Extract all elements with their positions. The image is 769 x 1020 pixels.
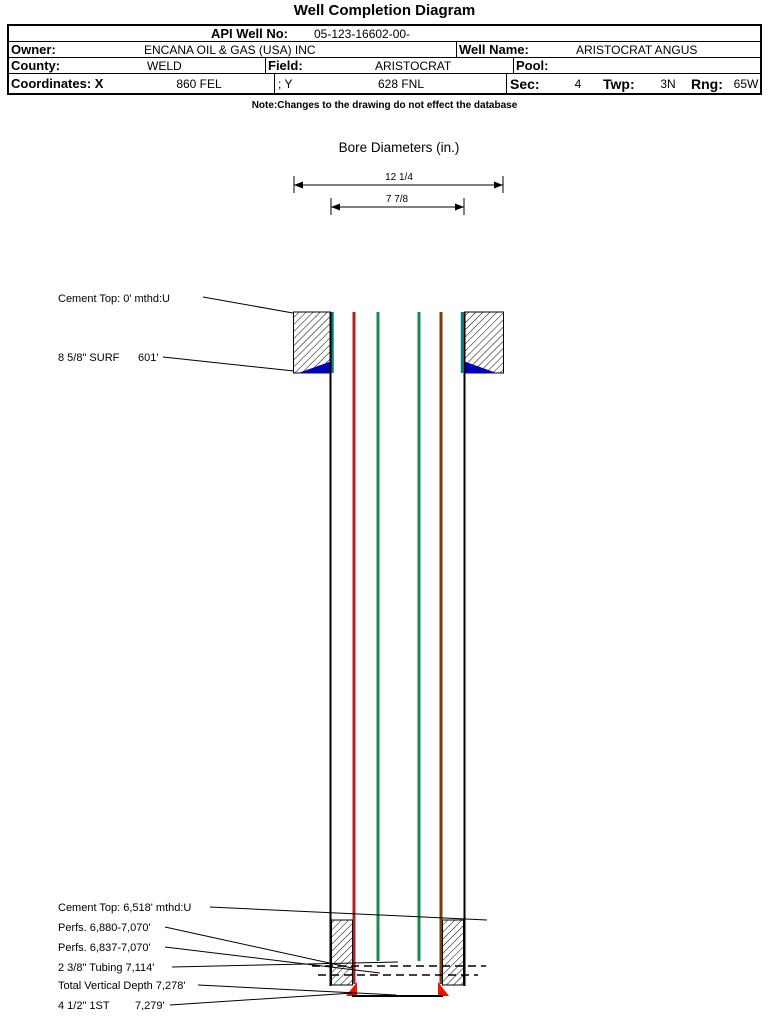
production-cement-right xyxy=(442,919,464,986)
inner-bore-dimension-label: 7 7/8 xyxy=(386,194,409,205)
production-casing-label: 4 1/2" 1ST xyxy=(58,1000,110,1012)
sec-label: Sec: xyxy=(506,74,556,93)
total-vertical-depth-label: Total Vertical Depth 7,278' xyxy=(58,980,185,992)
surface-shoe-right xyxy=(464,361,498,374)
owner-label: Owner: xyxy=(11,42,56,57)
well-header-table: API Well No: 05-123-16602-00- Owner: ENC… xyxy=(7,24,762,95)
coordinates-y-value: 628 FNL xyxy=(377,76,425,91)
production-casing-leader xyxy=(169,992,354,1006)
perfs-lower-label: Perfs. 6,880-7,070' xyxy=(58,922,151,934)
coordinates-row: Coordinates: X 860 FEL ; Y 628 FNL Sec: … xyxy=(9,73,760,93)
twp-value: 3N xyxy=(660,76,676,91)
coordinates-label: Coordinates: X xyxy=(11,76,104,91)
inner-dimension-arrow-left xyxy=(331,203,340,211)
outer-bore-dimension-label: 12 1/4 xyxy=(385,172,413,183)
well-name-value: ARISTOCRAT ANGUS xyxy=(576,42,698,57)
outer-dimension-arrow-left xyxy=(294,181,303,189)
cement-top-production-label: Cement Top: 6,518' mthd:U xyxy=(58,902,191,914)
production-shoe-right xyxy=(438,982,449,996)
coordinates-y-label: ; Y xyxy=(274,74,296,93)
county-label: County: xyxy=(11,58,61,73)
surface-casing-depth: 601' xyxy=(138,352,158,364)
inner-dimension-arrow-right xyxy=(455,203,464,211)
cement-top-production-leader xyxy=(209,906,488,921)
api-label: API Well No: xyxy=(210,26,288,41)
pool-label: Pool: xyxy=(513,58,593,73)
cement-top-surface-label: Cement Top: 0' mthd:U xyxy=(58,293,170,305)
perfs-lower-leader xyxy=(164,926,353,969)
field-value: ARISTOCRAT xyxy=(375,58,452,73)
sec-value: 4 xyxy=(574,76,582,91)
coordinates-x-value: 860 FEL xyxy=(176,76,222,91)
outer-dimension-arrow-right xyxy=(494,181,503,189)
county-value: WELD xyxy=(147,58,182,73)
bore-diameters-title: Bore Diameters (in.) xyxy=(339,140,460,155)
rng-label: Rng: xyxy=(691,75,723,92)
surface-shoe-left xyxy=(297,361,331,374)
wellbore-schematic: Bore Diameters (in.) 12 1/4 7 7/8 Cement… xyxy=(58,140,504,1012)
field-label: Field: xyxy=(265,58,365,73)
owner-row: Owner: ENCANA OIL & GAS (USA) INC Well N… xyxy=(9,41,760,57)
county-row: County: WELD Field: ARISTOCRAT Pool: xyxy=(9,57,760,73)
cement-top-surface-leader xyxy=(202,296,294,314)
surface-casing-label: 8 5/8" SURF xyxy=(58,352,120,364)
database-note: Note:Changes to the drawing do not effec… xyxy=(251,100,518,111)
api-row: API Well No: 05-123-16602-00- xyxy=(9,26,760,41)
page-title: Well Completion Diagram xyxy=(293,2,476,19)
api-value: 05-123-16602-00- xyxy=(313,26,411,41)
tubing-label: 2 3/8" Tubing 7,114' xyxy=(58,962,154,974)
well-name-label: Well Name: xyxy=(456,42,574,57)
perfs-upper-leader xyxy=(164,946,381,974)
perfs-upper-label: Perfs. 6,837-7,070' xyxy=(58,942,151,954)
tubing-leader xyxy=(171,961,399,968)
production-casing-depth: 7,279' xyxy=(135,1000,165,1012)
owner-value: ENCANA OIL & GAS (USA) INC xyxy=(144,42,316,57)
total-vertical-depth-leader xyxy=(197,984,397,996)
rng-value: 65W xyxy=(733,76,759,91)
surface-casing-leader xyxy=(162,356,295,372)
twp-label: Twp: xyxy=(603,75,635,92)
